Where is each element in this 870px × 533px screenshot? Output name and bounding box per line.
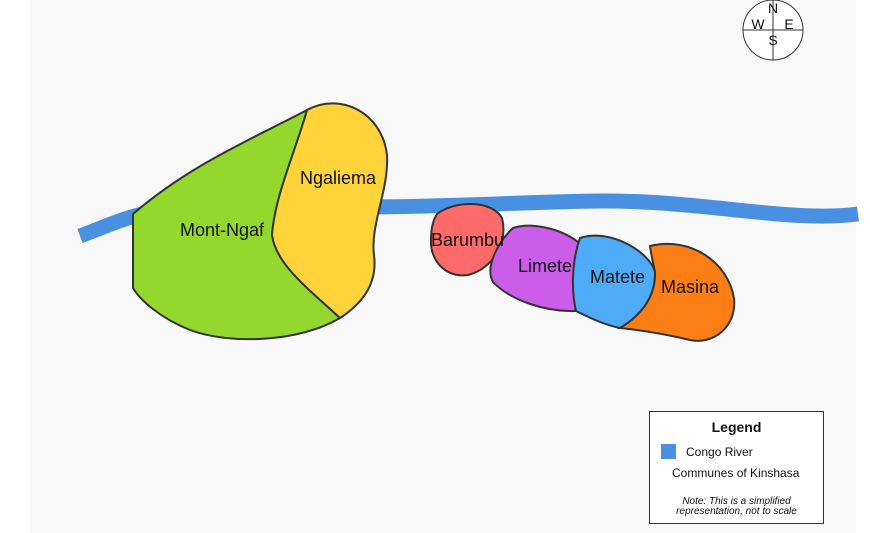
legend-river-swatch <box>661 444 676 459</box>
label-matete: Matete <box>590 267 645 287</box>
legend-note-line1: Note: This is a simplified <box>682 496 791 507</box>
label-mont-ngafula: Mont-Ngaf <box>180 220 265 240</box>
compass-rose: N S E W <box>742 0 804 61</box>
commune-ngaliema[interactable] <box>270 102 389 320</box>
compass-south: S <box>768 32 777 48</box>
label-ngaliema: Ngaliema <box>300 168 377 188</box>
legend-river-label: Congo River <box>686 445 753 459</box>
legend-note: Note: This is a simplified representatio… <box>650 497 823 517</box>
label-masina: Masina <box>661 277 720 297</box>
commune-limete[interactable] <box>489 224 583 313</box>
commune-masina[interactable] <box>616 242 736 342</box>
legend-title: Legend <box>711 419 762 435</box>
legend: Legend Congo River Communes of Kinshasa … <box>649 411 824 524</box>
label-barumbu: Barumbu <box>431 230 504 250</box>
compass-west: W <box>751 16 765 32</box>
commune-barumbu[interactable] <box>429 202 505 277</box>
compass-east: E <box>784 16 793 32</box>
legend-note-line2: representation, not to scale <box>676 506 797 517</box>
legend-communes-label: Communes of Kinshasa <box>672 466 800 480</box>
compass-north: N <box>768 0 778 16</box>
label-limete: Limete <box>518 256 572 276</box>
